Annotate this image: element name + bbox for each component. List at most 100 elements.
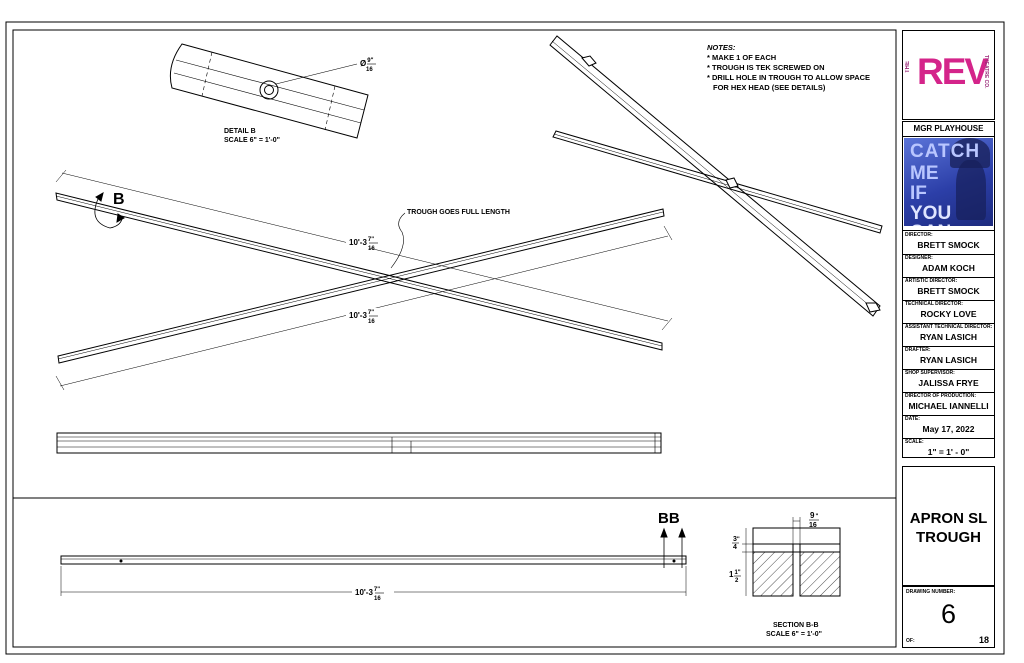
poster-line-1: CATCH: [910, 141, 981, 162]
plan-trough-b: [57, 208, 665, 364]
drawing-date: DATE: May 17, 2022: [903, 416, 994, 439]
detail-b-title: DETAIL B: [224, 128, 256, 135]
sheet-total: 18: [978, 635, 989, 645]
plan-dim-ext-upper-b: [661, 317, 673, 331]
iso-trough-short: [552, 130, 883, 234]
credit-value: ROCKY LOVE: [920, 309, 977, 319]
plan-dim-upper-mask: [346, 234, 392, 248]
section-bb-body-num: 1: [734, 570, 738, 576]
detail-callout-arrow-top: [95, 191, 104, 202]
section-bb-width-den: 16: [809, 522, 817, 529]
note-line-1: * MAKE 1 OF EACH: [707, 53, 776, 62]
credit-value: RYAN LASICH: [920, 332, 977, 342]
svg-text:10'-37": 10'-37": [355, 587, 380, 597]
credit-label: SHOP SUPERVISOR:: [905, 370, 955, 376]
iso-trough-short-edge: [553, 133, 882, 231]
poster-line-2: ME: [910, 163, 939, 184]
trough-annotation-leader: [390, 212, 406, 269]
note-line-3: * DRILL HOLE IN TROUGH TO ALLOW SPACE: [707, 73, 870, 82]
credit-label: ARTISTIC DIRECTOR:: [905, 278, 958, 284]
iso-trough-long-tab: [581, 55, 597, 67]
credit-value: BRETT SMOCK: [917, 240, 980, 250]
section-bb-body-suffix: ": [738, 570, 741, 576]
section-bb-width-suffix: ": [815, 514, 818, 520]
section-bb-body-left: [752, 551, 794, 597]
venue-name: MGR PLAYHOUSE: [903, 122, 994, 137]
detail-b-break-line: [201, 51, 213, 97]
detail-b-dim-num: 9: [367, 58, 371, 64]
elevation-dim-den: 16: [374, 596, 381, 602]
detail-b-break-line: [324, 85, 336, 131]
svg-text:11": 11": [729, 570, 741, 579]
credit-shop-supervisor: SHOP SUPERVISOR: JALISSA FRYE: [903, 370, 994, 393]
poster-line-4: YOU CAN: [910, 203, 952, 226]
credit-value: MICHAEL IANNELLI: [908, 401, 989, 411]
section-cut-arrow-left: [660, 527, 668, 538]
svg-text:10'-37": 10'-37": [349, 310, 374, 320]
svg-text:10'-37": 10'-37": [349, 237, 374, 247]
detail-b-dim-suffix: ": [371, 58, 374, 64]
logo-co-text: THEATRE CO.: [983, 55, 989, 89]
detail-b-dim-den: 16: [366, 67, 373, 73]
drawing-title-line-1: APRON SL: [909, 510, 988, 527]
elevation-dim-suffix: ": [377, 587, 380, 593]
plan-trough-a-edge: [55, 195, 663, 347]
credit-label: SCALE:: [905, 439, 924, 445]
elevation-hole: [119, 559, 123, 563]
section-bb-title: SECTION B-B: [773, 622, 819, 629]
title-block-info: MGR PLAYHOUSE CATCH ME IF YOU CAN DIRECT…: [902, 121, 995, 458]
detail-callout-arrow-bottom: [116, 213, 125, 223]
drawing-number: 6: [940, 599, 957, 629]
title-block-drawing-number: DRAWING NUMBER: 6 OF: 18: [902, 586, 995, 648]
elevation-view: [60, 527, 687, 596]
credit-label: DESIGNER:: [905, 255, 933, 261]
section-cut-arrow-right: [678, 527, 686, 538]
logo-the-text: THE: [905, 61, 911, 73]
credit-designer: DESIGNER: ADAM KOCH: [903, 255, 994, 278]
detail-b-hole-inner: [264, 85, 274, 95]
drawing-number-label: DRAWING NUMBER:: [906, 589, 956, 595]
credit-value: ADAM KOCH: [922, 263, 975, 273]
detail-b-dim-prefix: Ø: [360, 59, 366, 68]
poster-divider: [903, 228, 994, 231]
plan-dim-lower-whole: 10'-3: [349, 311, 367, 320]
detail-b-view: Ø9" 16 DETAIL B SCALE 6" = 1'-0": [169, 43, 376, 144]
show-poster: CATCH ME IF YOU CAN: [904, 138, 993, 226]
credit-value: May 17, 2022: [922, 424, 975, 434]
credit-value: BRETT SMOCK: [917, 286, 980, 296]
detail-b-scale: SCALE 6" = 1'-0": [224, 137, 280, 144]
plan-dim-lower-den: 16: [368, 319, 375, 325]
plan-dim-ext-upper-a: [55, 169, 67, 183]
of-label: OF:: [906, 638, 915, 644]
iso-trough-short-tab: [725, 177, 739, 189]
svg-text:3": 3": [733, 536, 740, 543]
plan-dim-upper-den: 16: [368, 246, 375, 252]
plan-dim-upper-num: 7: [368, 237, 372, 243]
elevation-hole: [672, 559, 676, 563]
note-line-4: FOR HEX HEAD (SEE DETAILS): [713, 83, 826, 92]
credit-artistic-director: ARTISTIC DIRECTOR: BRETT SMOCK: [903, 278, 994, 301]
section-bb-trough: [752, 543, 841, 553]
trough-annotation: TROUGH GOES FULL LENGTH: [407, 209, 510, 216]
section-bb-view: [742, 517, 841, 597]
drawing-frame: [12, 29, 897, 648]
credit-director: DIRECTOR: BRETT SMOCK: [903, 232, 994, 255]
iso-trough-long: [549, 35, 881, 317]
title-block-logo: THE REV THEATRE CO.: [902, 30, 995, 120]
credit-technical-director: TECHNICAL DIRECTOR: ROCKY LOVE: [903, 301, 994, 324]
credit-label: DIRECTOR:: [905, 232, 933, 238]
section-bb-scale: SCALE 6" = 1'-0": [766, 631, 822, 638]
credit-value: JALISSA FRYE: [918, 378, 979, 388]
credit-value: RYAN LASICH: [920, 355, 977, 365]
section-bb-width-num: 9: [810, 511, 815, 520]
svg-text:9": 9": [810, 511, 818, 520]
elevation-dim-whole: 10'-3: [355, 588, 373, 597]
plan-dim-ext-lower-a: [55, 375, 65, 391]
title-block-drawing-title: APRON SL TROUGH: [902, 466, 995, 586]
svg-text:Ø9": Ø9": [360, 58, 374, 68]
detail-b-hole-outer: [259, 80, 279, 100]
plan-dim-lower-mask: [346, 308, 392, 322]
plan-dim-ext-lower-b: [663, 225, 673, 241]
credit-label: DATE:: [905, 416, 920, 422]
